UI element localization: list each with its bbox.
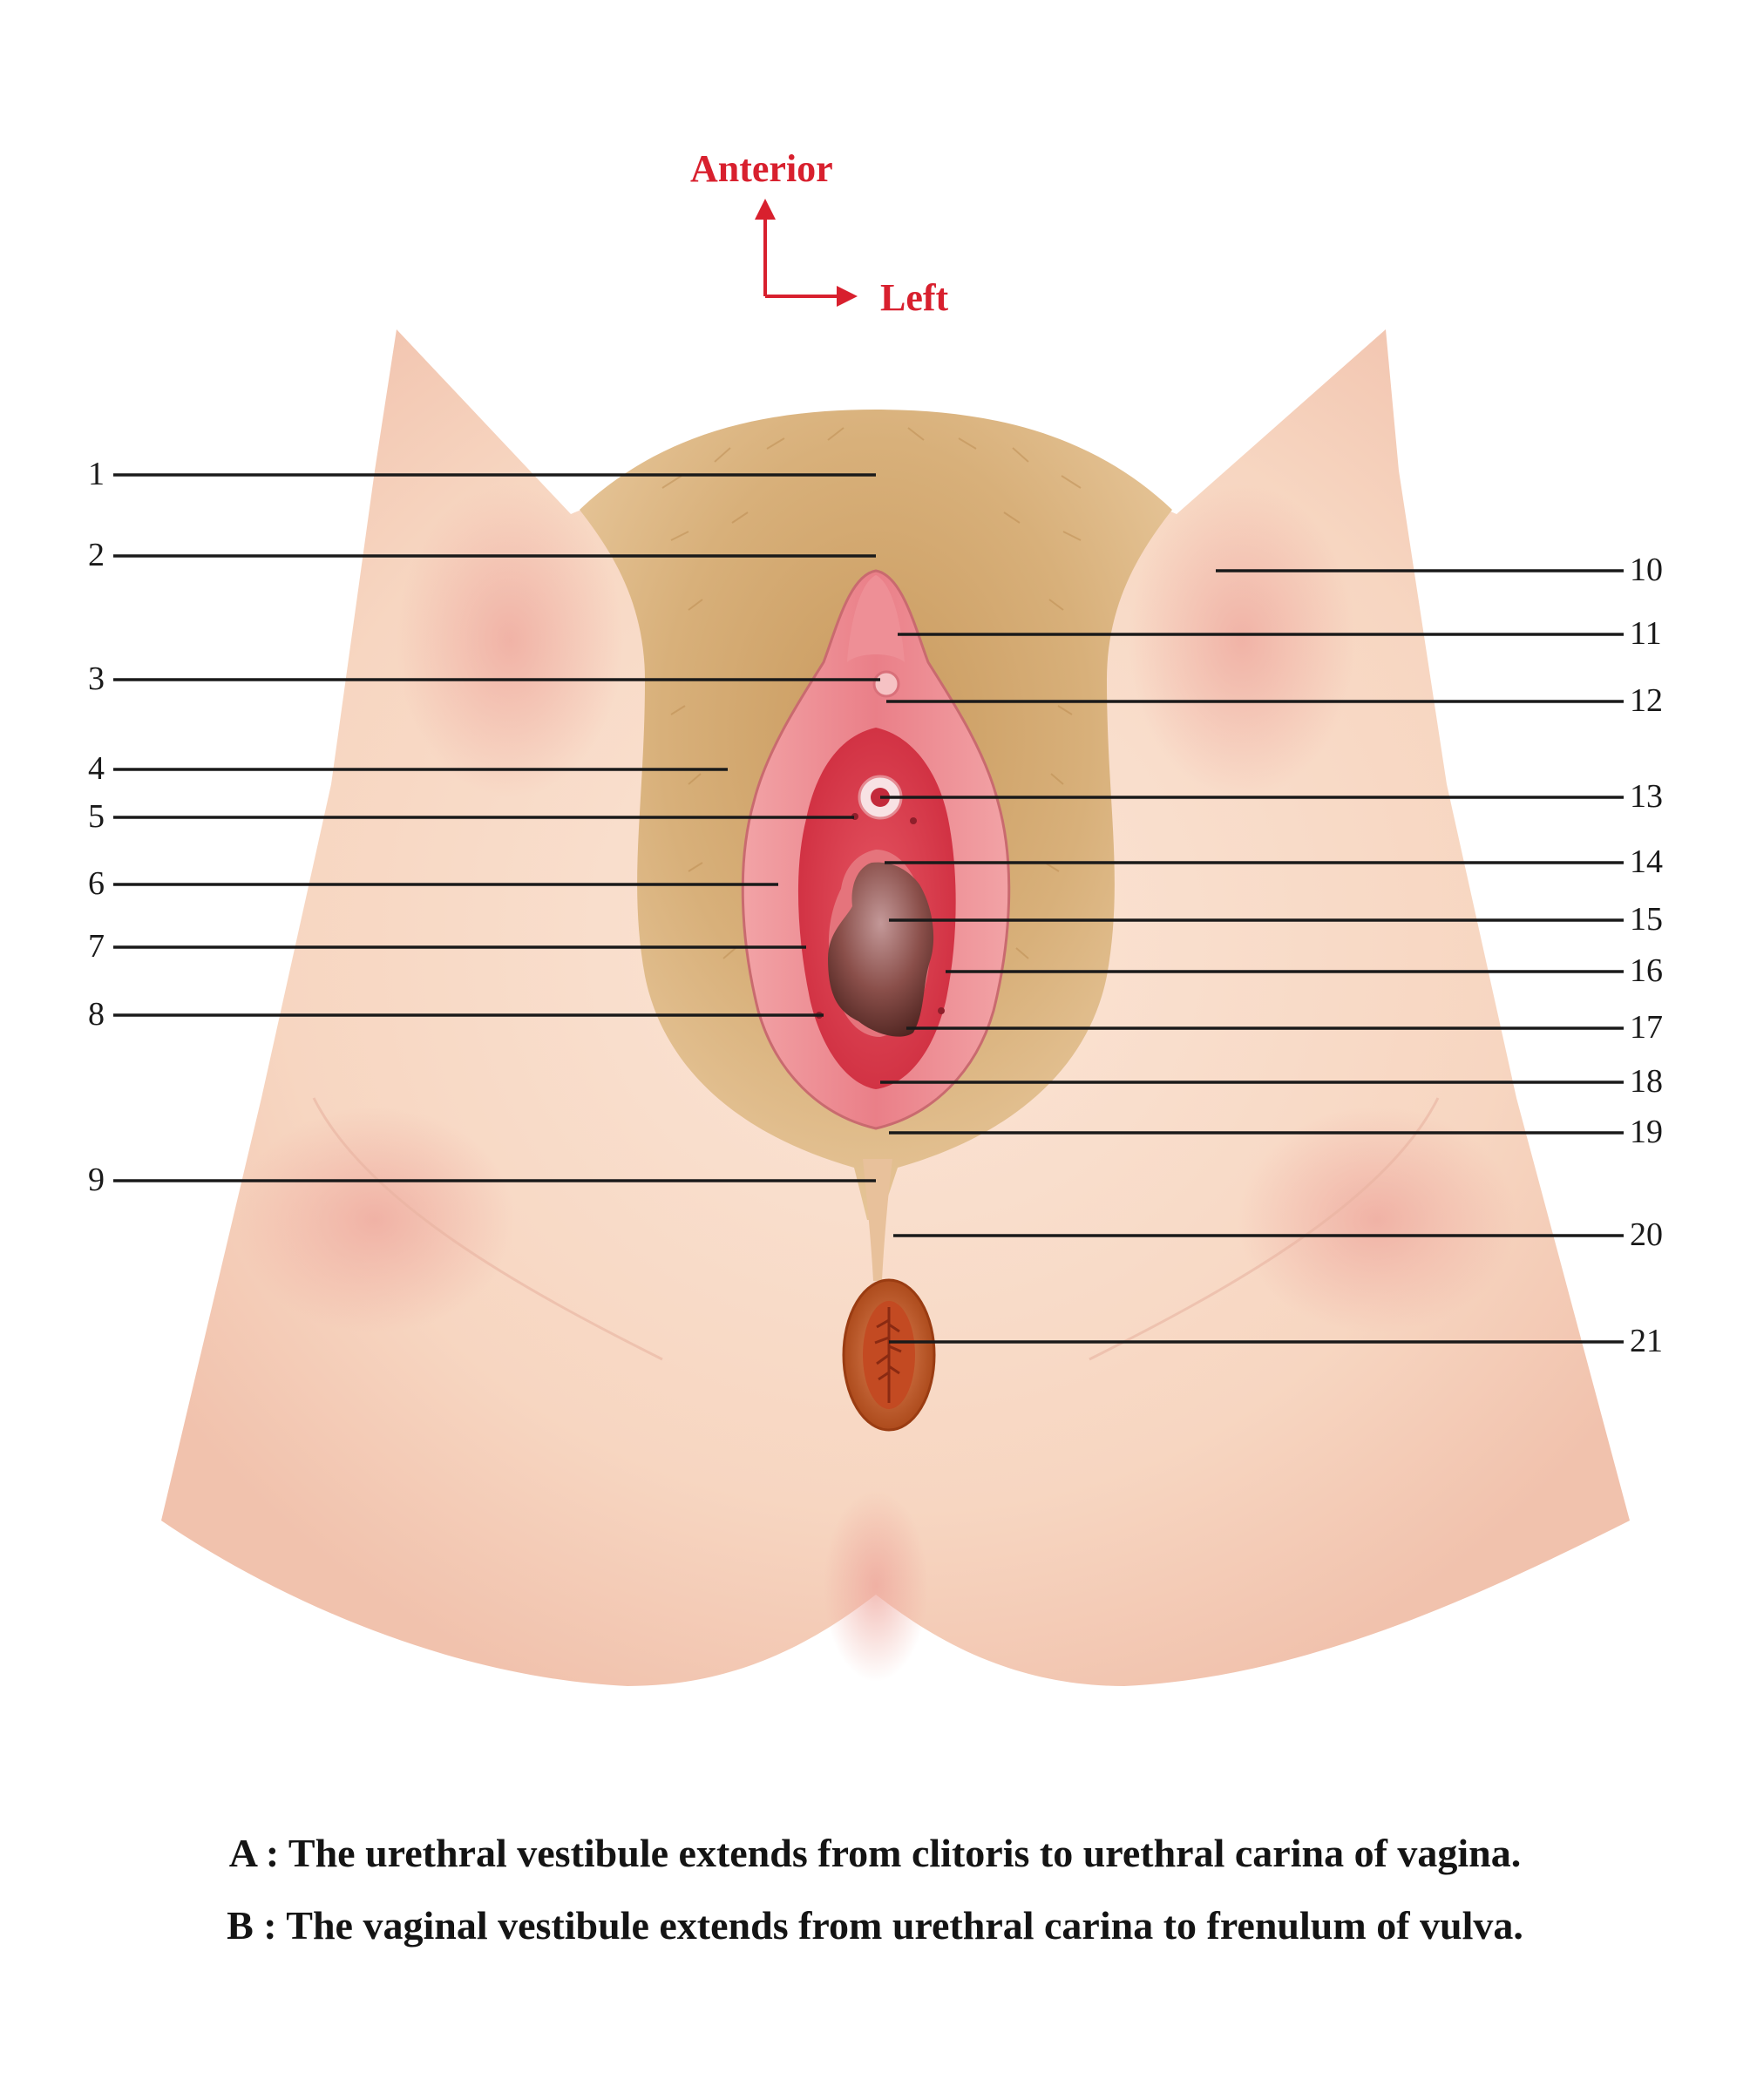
perineum: [863, 1159, 892, 1281]
clitoral-hood: [847, 575, 905, 662]
label-6: 6: [88, 865, 105, 902]
gluteal-line-left: [312, 1097, 663, 1361]
label-11: 11: [1630, 615, 1662, 652]
label-15: 15: [1630, 901, 1663, 938]
label-1: 1: [88, 456, 105, 492]
clitoris: [872, 670, 900, 698]
anal-folds: [874, 1307, 902, 1403]
label-10: 10: [1630, 552, 1663, 588]
label-2: 2: [88, 537, 105, 573]
caption-a: A : The urethral vestibule extends from …: [228, 1831, 1522, 1875]
label-13: 13: [1630, 778, 1663, 815]
orientation-anterior-label: Anterior: [690, 147, 833, 190]
vaginal-orifice: [828, 862, 934, 1037]
orientation-arrows: [755, 199, 858, 307]
leader-lines: [113, 473, 1624, 1344]
hair-texture: [661, 427, 1082, 959]
orientation-left-label: Left: [880, 276, 949, 319]
label-18: 18: [1630, 1063, 1663, 1100]
label-3: 3: [88, 660, 105, 697]
label-17: 17: [1630, 1009, 1663, 1046]
label-8: 8: [88, 996, 105, 1033]
label-20: 20: [1630, 1216, 1663, 1253]
label-5: 5: [88, 798, 105, 835]
label-14: 14: [1630, 843, 1663, 880]
label-12: 12: [1630, 682, 1663, 719]
label-21: 21: [1630, 1323, 1663, 1359]
label-7: 7: [88, 928, 105, 965]
label-9: 9: [88, 1162, 105, 1198]
label-16: 16: [1630, 952, 1663, 989]
label-19: 19: [1630, 1114, 1663, 1150]
gluteal-line-right: [1089, 1097, 1440, 1361]
label-4: 4: [88, 750, 105, 787]
caption-b: B : The vaginal vestibule extends from u…: [227, 1903, 1523, 1948]
